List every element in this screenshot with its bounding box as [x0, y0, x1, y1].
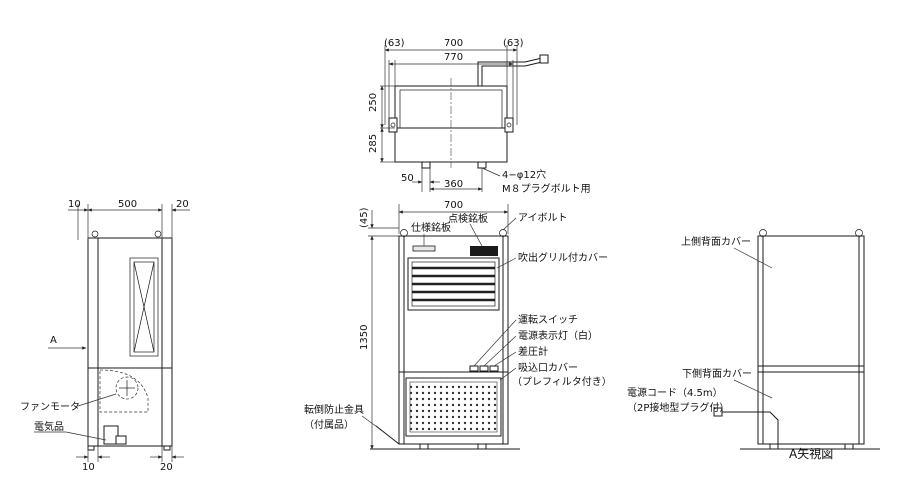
label-power-lamp: 電源表示灯（白）: [518, 329, 598, 342]
top-dim-50: 50: [401, 173, 414, 184]
top-hole-note-1: 4−φ12穴: [502, 168, 546, 181]
label-diff-gauge: 差圧計: [518, 345, 548, 358]
top-view-cord: [477, 57, 543, 86]
inlet-cover: [405, 377, 502, 437]
top-view-tab-right: [504, 117, 514, 133]
label-spec-plate: 仕様銘板: [411, 221, 451, 234]
side-view-body: [87, 237, 173, 447]
side-dim-20-top: 20: [176, 199, 189, 210]
label-prefilter: （プレフィルタ付き）: [512, 375, 612, 388]
top-view-tab-left: [388, 117, 398, 133]
power-cord: [720, 411, 779, 444]
label-power-cord: 電源コード（4.5m）: [627, 386, 723, 399]
label-run-switch: 運転スイッチ: [518, 314, 578, 326]
side-view: 10 500 20 10 20 A ファンモータ 電気品: [20, 199, 190, 473]
side-dim-20-bot: 20: [160, 462, 173, 473]
top-hole-note-2: M８プラグボルト用: [502, 182, 591, 195]
front-dim-1350: 1350: [359, 325, 370, 350]
label-plug-note: （2P接地型プラグ付）: [627, 401, 729, 414]
fan-motor-outline: [99, 369, 149, 413]
side-dim-10-bot: 10: [82, 462, 95, 473]
outlet-grille: [407, 257, 500, 311]
top-dim-285: 285: [368, 134, 379, 153]
side-dim-500: 500: [118, 199, 137, 210]
label-lower-cover: 下側背面カバー: [682, 367, 752, 380]
spec-plate: [412, 245, 436, 252]
power-lamp: [479, 365, 489, 372]
label-anti-tip-2: （付属品）: [304, 418, 354, 431]
top-view: (63) 700 (63) 770 250 285 50 360 4−φ12穴 …: [368, 38, 591, 195]
side-view-filter: [129, 257, 159, 357]
front-view: 700 (45) 1350 点検銘板 仕様銘板 アイボルト 吹出グリル付カバー …: [304, 200, 612, 450]
label-eye-bolt: アイボルト: [518, 212, 568, 224]
label-fan-motor: ファンモータ: [20, 401, 80, 413]
label-inspection-plate: 点検銘板: [448, 212, 488, 225]
rear-view: 上側背面カバー 下側背面カバー 電源コード（4.5m） （2P接地型プラグ付） …: [627, 229, 880, 461]
top-dim-overall: 770: [444, 52, 463, 63]
label-outlet-grille-cover: 吹出グリル付カバー: [518, 251, 608, 264]
top-dim-left: (63): [384, 38, 405, 49]
label-anti-tip-1: 転倒防止金具: [304, 403, 364, 416]
electrical-part: [103, 425, 119, 445]
front-view-body: [398, 235, 509, 445]
run-switch: [469, 365, 479, 372]
inspection-plate: [470, 246, 498, 256]
side-dim-10-top: 10: [68, 199, 81, 210]
top-dim-center: 700: [444, 38, 463, 49]
differential-gauge: [489, 365, 499, 372]
top-dim-right: (63): [503, 38, 524, 49]
front-dim-45: (45): [359, 207, 370, 228]
label-inlet-cover: 吸込口カバー: [518, 362, 578, 374]
label-electrical: 電気品: [34, 420, 64, 433]
rear-view-title: A矢視図: [789, 446, 833, 461]
front-dim-700: 700: [444, 200, 463, 211]
top-dim-360: 360: [444, 179, 463, 190]
top-dim-250: 250: [368, 93, 379, 112]
label-upper-cover: 上側背面カバー: [681, 235, 751, 248]
side-view-arrow-label: A: [50, 335, 57, 346]
rear-view-body: [757, 235, 865, 445]
